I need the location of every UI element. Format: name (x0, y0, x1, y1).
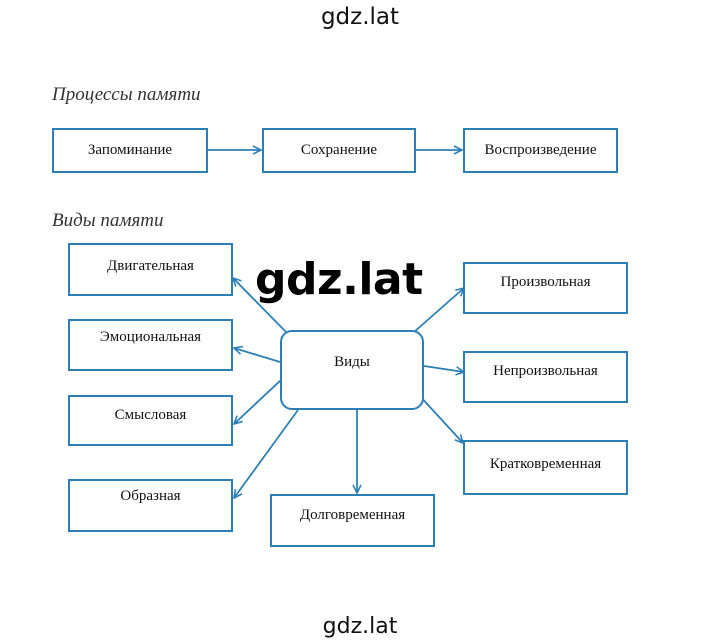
arrow-to-proizvolnaya (413, 288, 464, 333)
watermark-bottom: gdz.lat (322, 614, 398, 639)
type-smyslovaya: Смысловая (68, 395, 233, 446)
type-emotsionalnaya: Эмоциональная (68, 319, 233, 371)
arrow-to-emotsionalnaya (234, 348, 281, 363)
processes-heading: Процессы памяти (52, 84, 201, 105)
center-vidy: Виды (280, 330, 424, 410)
arrow-to-obraznaya (234, 409, 299, 498)
types-heading: Виды памяти (52, 210, 164, 231)
arrow-to-neproizvolnaya (423, 365, 464, 372)
arrow-to-dvigatelnaya (233, 278, 287, 333)
type-kratkovremennaya: Кратковременная (463, 440, 628, 495)
arrow-to-smyslovaya (234, 379, 282, 424)
watermark-center: gdz.lat (255, 254, 423, 305)
type-dvigatelnaya: Двигательная (68, 243, 233, 296)
watermark-top: gdz.lat (320, 4, 400, 30)
type-neproizvolnaya: Непроизвольная (463, 351, 628, 403)
type-proizvolnaya: Произвольная (463, 262, 628, 314)
type-obraznaya: Образная (68, 479, 233, 532)
process-vosproizvedenie: Воспроизведение (463, 128, 618, 173)
arrow-to-kratkovremennaya (417, 393, 463, 443)
process-zapominanie: Запоминание (52, 128, 208, 173)
type-dolgovremennaya: Долговременная (270, 494, 435, 547)
process-sokhranenie: Сохранение (262, 128, 416, 173)
